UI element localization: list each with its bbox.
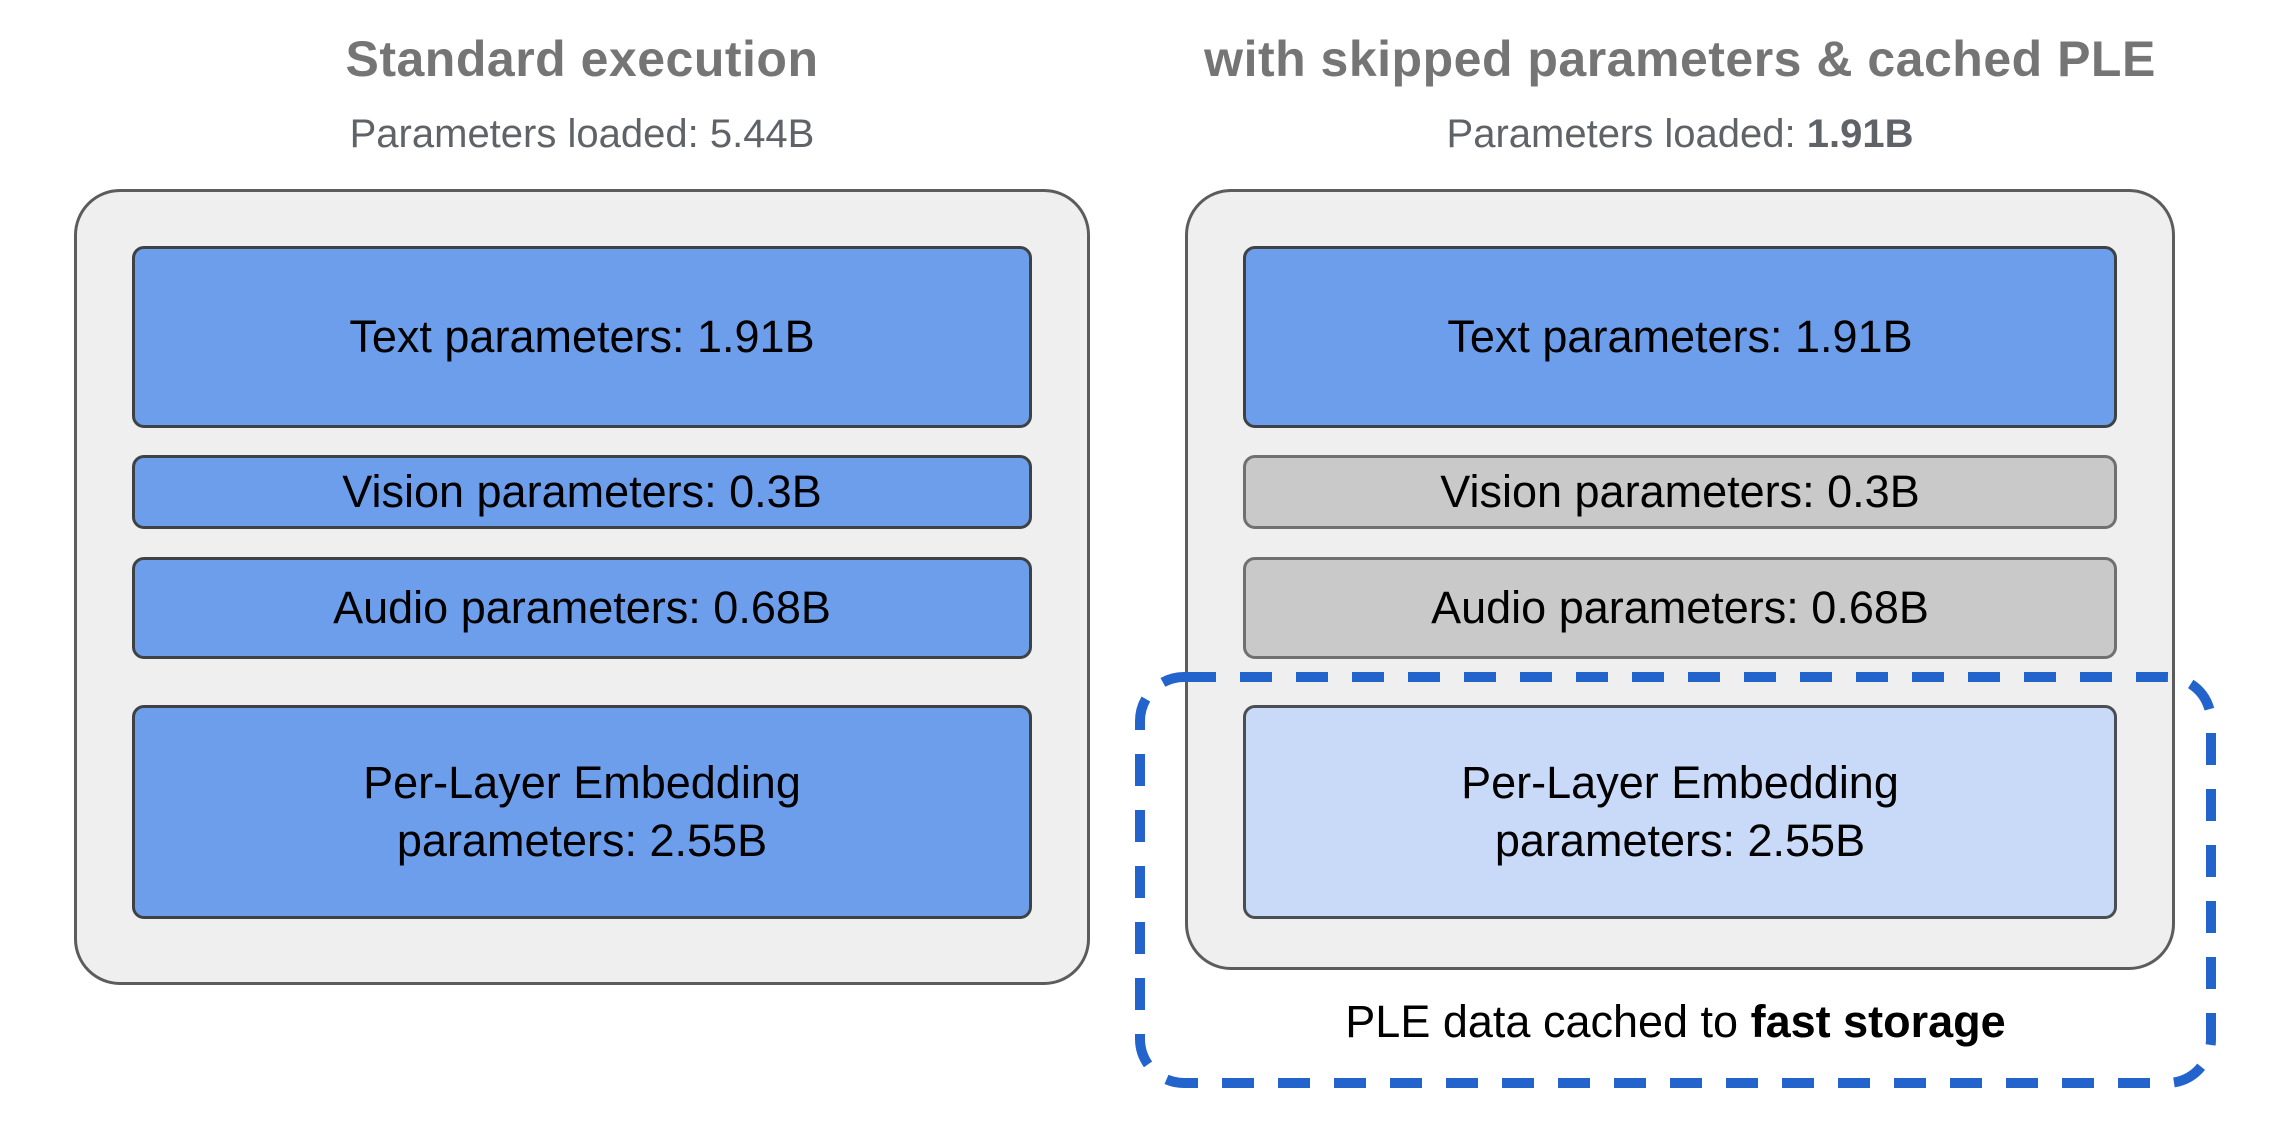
left-text-parameters-label: Text parameters: 1.91B xyxy=(349,310,815,362)
ple-cache-caption: PLE data cached to fast storage xyxy=(1135,996,2216,1048)
right-vision-parameters-box-skipped: Vision parameters: 0.3B xyxy=(1243,455,2117,529)
right-model-container: Text parameters: 1.91B Vision parameters… xyxy=(1185,189,2175,970)
right-panel-subtitle: Parameters loaded: 1.91B xyxy=(1143,112,2217,157)
right-per-layer-embedding-label: Per-Layer Embedding parameters: 2.55B xyxy=(1461,756,1899,867)
left-vision-parameters-label: Vision parameters: 0.3B xyxy=(342,465,822,517)
right-vision-parameters-label: Vision parameters: 0.3B xyxy=(1440,465,1920,517)
left-panel-subtitle: Parameters loaded: 5.44B xyxy=(74,112,1090,157)
left-audio-parameters-label: Audio parameters: 0.68B xyxy=(333,581,831,633)
left-text-parameters-box: Text parameters: 1.91B xyxy=(132,246,1032,428)
left-per-layer-embedding-label: Per-Layer Embedding parameters: 2.55B xyxy=(363,756,801,867)
right-per-layer-embedding-box-cached: Per-Layer Embedding parameters: 2.55B xyxy=(1243,705,2117,919)
left-model-container: Text parameters: 1.91B Vision parameters… xyxy=(74,189,1090,985)
right-text-parameters-box: Text parameters: 1.91B xyxy=(1243,246,2117,428)
ple-caption-bold-value: fast storage xyxy=(1750,996,2006,1047)
right-text-parameters-label: Text parameters: 1.91B xyxy=(1447,310,1913,362)
right-audio-parameters-box-skipped: Audio parameters: 0.68B xyxy=(1243,557,2117,659)
right-subtitle-prefix: Parameters loaded: xyxy=(1446,112,1807,156)
right-subtitle-value: 1.91B xyxy=(1806,112,1914,156)
left-per-layer-embedding-box: Per-Layer Embedding parameters: 2.55B xyxy=(132,705,1032,919)
left-subtitle-prefix: Parameters loaded: xyxy=(349,112,710,156)
left-panel-title: Standard execution xyxy=(345,31,819,87)
right-panel-title: with skipped parameters & cached PLE xyxy=(1204,31,2156,87)
left-subtitle-value: 5.44B xyxy=(709,112,815,156)
ple-caption-prefix: PLE data cached to xyxy=(1345,996,1751,1047)
right-audio-parameters-label: Audio parameters: 0.68B xyxy=(1431,581,1929,633)
left-audio-parameters-box: Audio parameters: 0.68B xyxy=(132,557,1032,659)
left-vision-parameters-box: Vision parameters: 0.3B xyxy=(132,455,1032,529)
